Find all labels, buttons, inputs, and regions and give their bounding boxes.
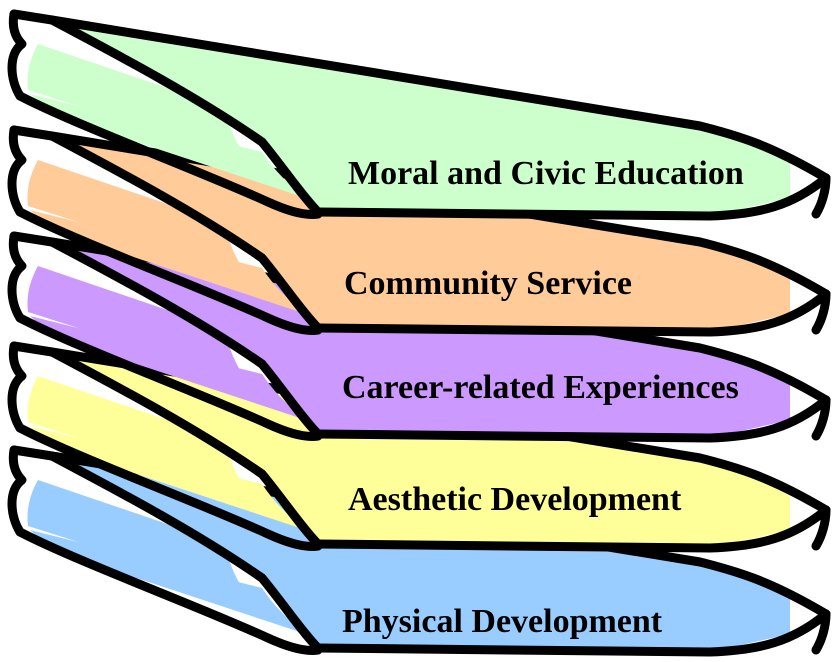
book-label: Moral and Civic Education [348,155,744,192]
book-label: Aesthetic Development [348,481,682,518]
book-label: Career-related Experiences [342,369,739,406]
book-moral-and-civic-education: Moral and Civic Education [7,9,831,221]
book-label: Physical Development [342,603,663,640]
book-aesthetic-development: Aesthetic Development [7,341,831,553]
book-label: Community Service [344,265,632,302]
